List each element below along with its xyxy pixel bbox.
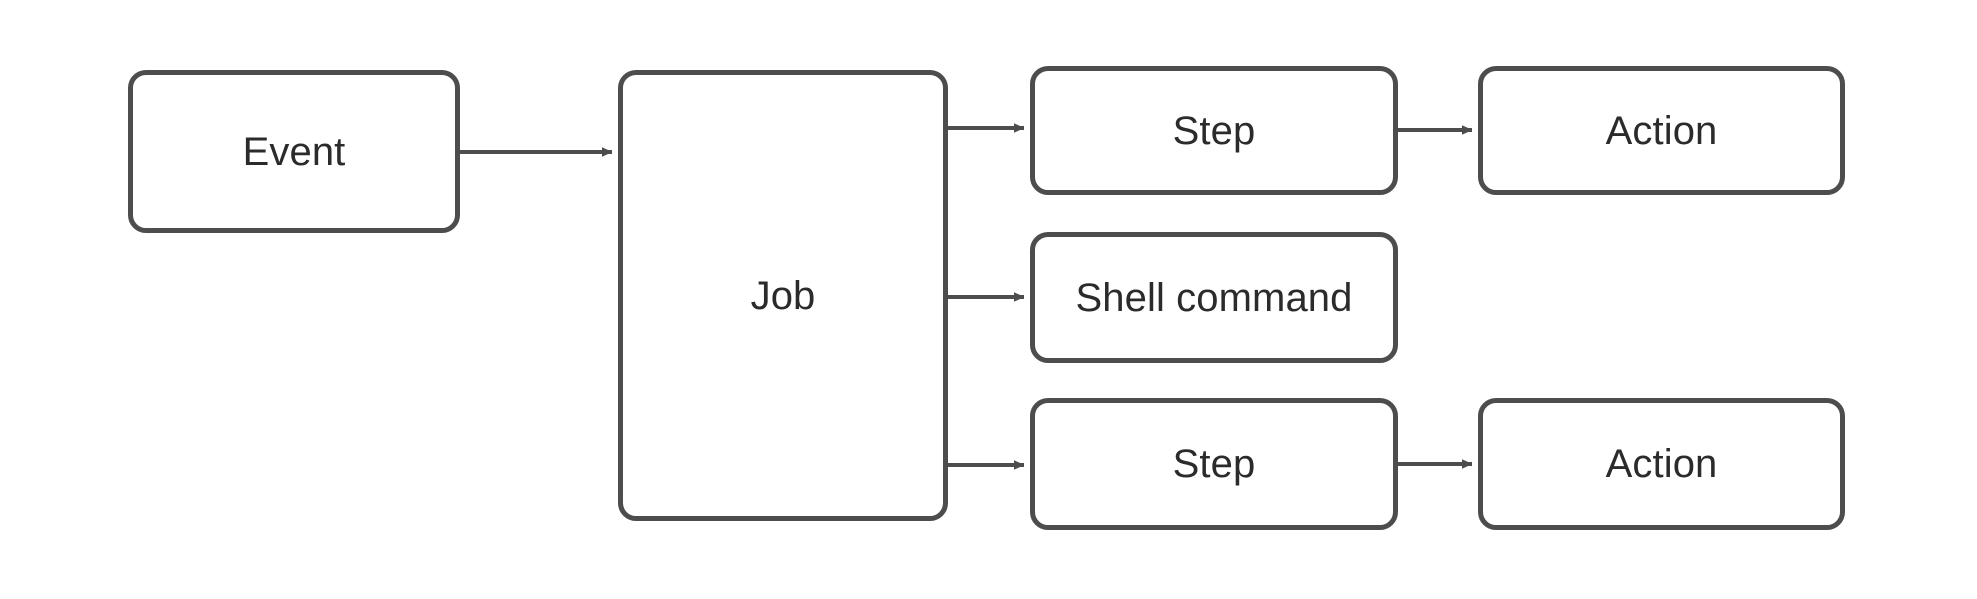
- node-action-bottom[interactable]: Action: [1478, 398, 1845, 530]
- node-action-top[interactable]: Action: [1478, 66, 1845, 195]
- node-shell-command-label: Shell command: [1075, 275, 1353, 320]
- node-step-top[interactable]: Step: [1030, 66, 1398, 195]
- node-step-top-label: Step: [1172, 108, 1256, 153]
- node-event[interactable]: Event: [128, 70, 460, 233]
- node-step-bottom[interactable]: Step: [1030, 398, 1398, 530]
- node-action-bottom-label: Action: [1605, 442, 1718, 486]
- node-shell-command[interactable]: Shell command: [1030, 232, 1398, 363]
- node-job[interactable]: Job: [618, 70, 948, 521]
- node-step-bottom-label: Step: [1172, 442, 1256, 486]
- node-event-label: Event: [242, 129, 346, 174]
- node-job-label: Job: [750, 273, 816, 318]
- node-action-top-label: Action: [1605, 108, 1718, 153]
